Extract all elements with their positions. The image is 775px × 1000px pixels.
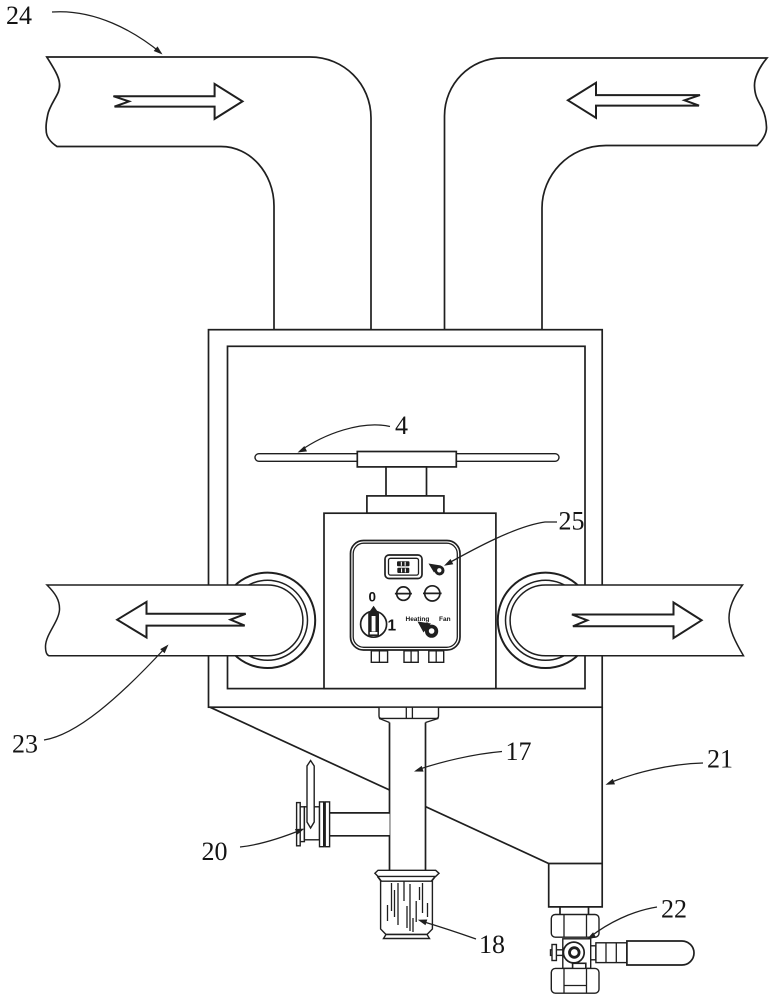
svg-text:Fan: Fan bbox=[439, 616, 451, 623]
svg-text:17: 17 bbox=[506, 737, 532, 766]
svg-text:Heating: Heating bbox=[406, 616, 430, 623]
svg-text:4: 4 bbox=[395, 411, 408, 440]
svg-text:25: 25 bbox=[559, 507, 585, 536]
svg-text:22: 22 bbox=[661, 895, 687, 924]
svg-text:18: 18 bbox=[479, 930, 505, 959]
svg-text:23: 23 bbox=[12, 730, 38, 759]
svg-text:1: 1 bbox=[388, 618, 397, 635]
svg-text:20: 20 bbox=[202, 837, 228, 866]
svg-text:21: 21 bbox=[707, 745, 733, 774]
svg-text:0: 0 bbox=[369, 590, 377, 605]
svg-text:24: 24 bbox=[6, 1, 32, 30]
